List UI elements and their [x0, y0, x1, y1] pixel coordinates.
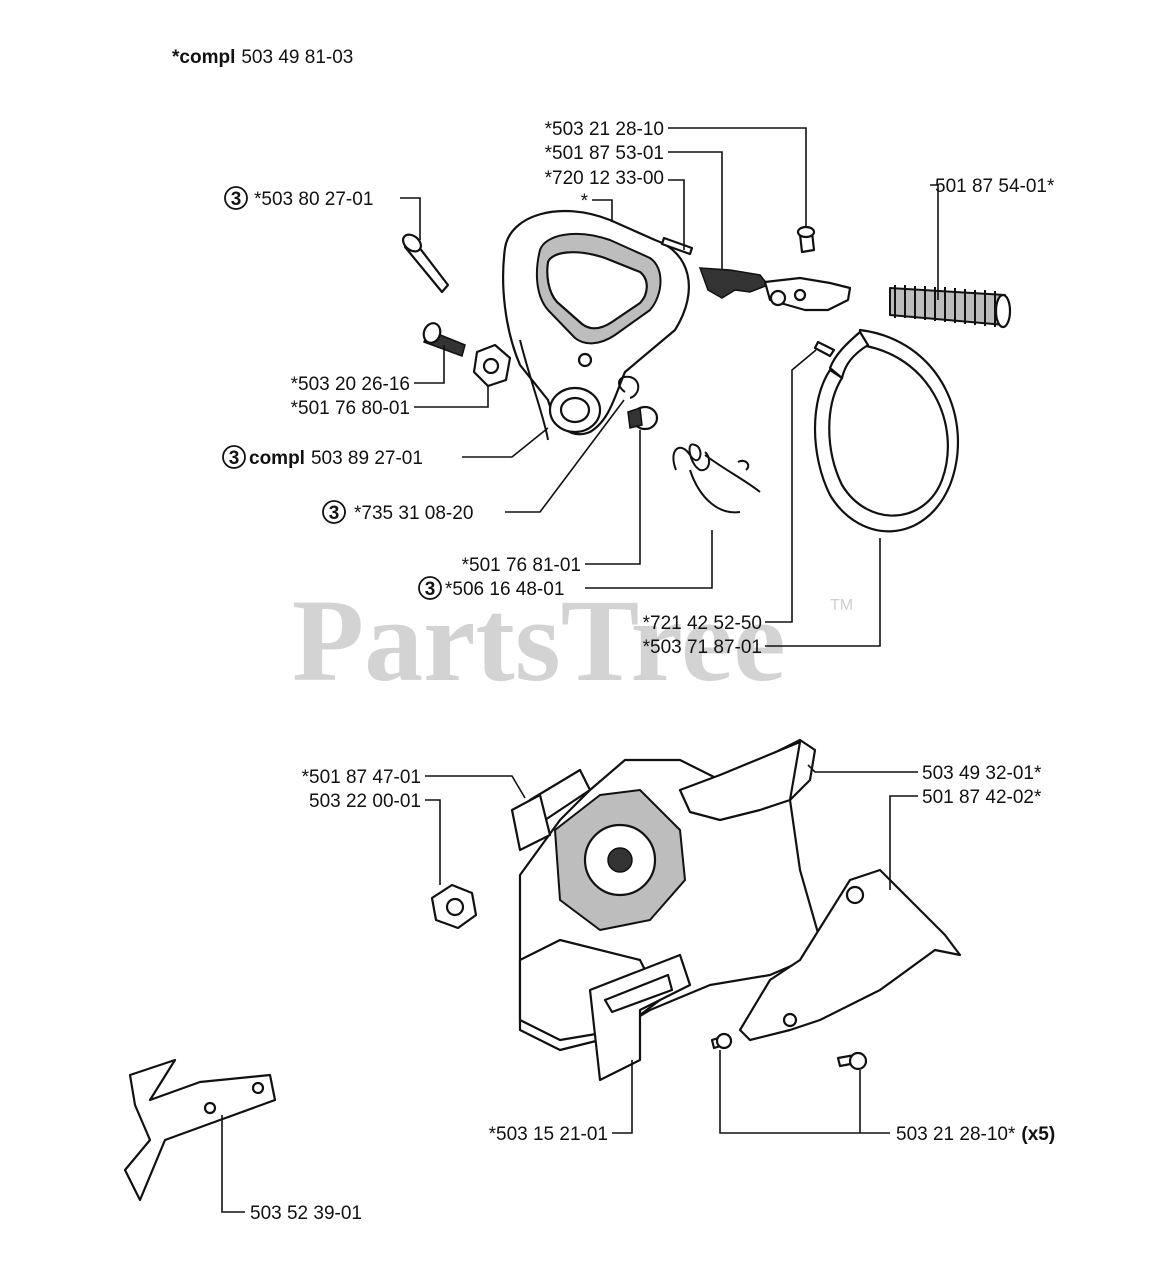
leader-l18 [889, 795, 918, 890]
svg-text:3: 3 [231, 189, 242, 210]
brake-handle-guard [502, 209, 690, 441]
label-735-31-08-20: 3 *735 31 08-20 [322, 500, 473, 524]
leader-l4 [668, 179, 685, 250]
bar-nut [430, 883, 478, 930]
leader-l6 [930, 184, 939, 300]
leader-l11 [585, 430, 641, 565]
label-501-87-54-01: 501 87 54-01* [935, 176, 1055, 197]
label-506-16-48-01: 3 *506 16 48-01 [418, 576, 564, 600]
label-503-52-39-01: 503 52 39-01 [250, 1203, 362, 1224]
label-501-76-81-01: *501 76 81-01 [462, 555, 581, 576]
leader-l7 [414, 345, 445, 384]
circlip [618, 375, 640, 399]
clutch-cover [518, 738, 822, 1052]
watermark: PartsTree [292, 575, 786, 706]
leader-l16 [425, 799, 441, 885]
label-501-76-80-01: *501 76 80-01 [291, 398, 410, 419]
hex-nut [472, 343, 512, 388]
leader-l19 [612, 1060, 633, 1134]
latch-screw [796, 225, 816, 254]
leader-l20 [719, 1050, 890, 1134]
label-503-21-28-10-x5: 503 21 28-10*(x5) [896, 1124, 1055, 1145]
leader-l5 [592, 199, 613, 222]
label-503-80-27-01: 3 *503 80 27-01 [224, 186, 373, 210]
label-503-71-87-01: *503 71 87-01 [643, 637, 762, 658]
pivot-bushing [402, 233, 450, 294]
torsion-spring [672, 443, 761, 514]
side-plate [738, 868, 962, 1042]
svg-text:3: 3 [229, 448, 240, 469]
leader-l3 [668, 151, 723, 270]
ref-circle [224, 186, 248, 210]
leader-l10 [505, 399, 625, 513]
chain-guide-plate [510, 768, 592, 852]
label-501-87-53-01: *501 87 53-01 [545, 143, 664, 164]
label-503-49-32-01: 503 49 32-01* [922, 763, 1042, 784]
svg-text:*503 80 27-01: *503 80 27-01 [254, 189, 373, 210]
watermark-tm: TM [830, 597, 853, 614]
leader-l17 [807, 764, 918, 773]
label-503-15-21-01: *503 15 21-01 [489, 1124, 608, 1145]
svg-text:*506 16 48-01: *506 16 48-01 [445, 579, 564, 600]
small-bushing [627, 405, 659, 431]
leader-l15 [425, 775, 526, 799]
leader-l8 [414, 386, 489, 408]
label-asterisk: * [581, 191, 589, 212]
label-721-42-52-50: *721 42 52-50 [643, 613, 762, 634]
brake-band [813, 328, 959, 533]
leader-l2 [668, 127, 807, 228]
svg-text:*735 31 08-20: *735 31 08-20 [354, 503, 473, 524]
ref-circle [222, 445, 246, 469]
leader-l13 [765, 349, 817, 623]
leader-l1 [400, 197, 421, 240]
brake-latch-lever [698, 267, 852, 312]
shoulder-screw [422, 322, 466, 357]
coil-spring [889, 285, 1012, 329]
leader-l21 [221, 1115, 245, 1213]
svg-text:3: 3 [329, 503, 340, 524]
ref-circle [322, 500, 346, 524]
label-503-21-28-10: *503 21 28-10 [545, 119, 664, 140]
chain-catcher-plate [588, 953, 692, 1082]
cover-screw-2 [836, 1051, 868, 1071]
leader-l14 [765, 538, 881, 647]
label-501-87-42-02: 501 87 42-02* [922, 787, 1042, 808]
leader-l12 [585, 530, 713, 589]
label-503-20-26-16: *503 20 26-16 [291, 374, 410, 395]
cover-screw-1 [710, 1032, 733, 1050]
svg-text:3: 3 [425, 579, 436, 600]
label-501-87-47-01: *501 87 47-01 [302, 767, 421, 788]
ref-circle [418, 576, 442, 600]
bar-tool [123, 1058, 277, 1202]
label-503-22-00-01: 503 22 00-01 [309, 791, 421, 812]
label-720-12-33-00: *720 12 33-00 [545, 168, 664, 189]
leader-l9 [462, 427, 549, 458]
